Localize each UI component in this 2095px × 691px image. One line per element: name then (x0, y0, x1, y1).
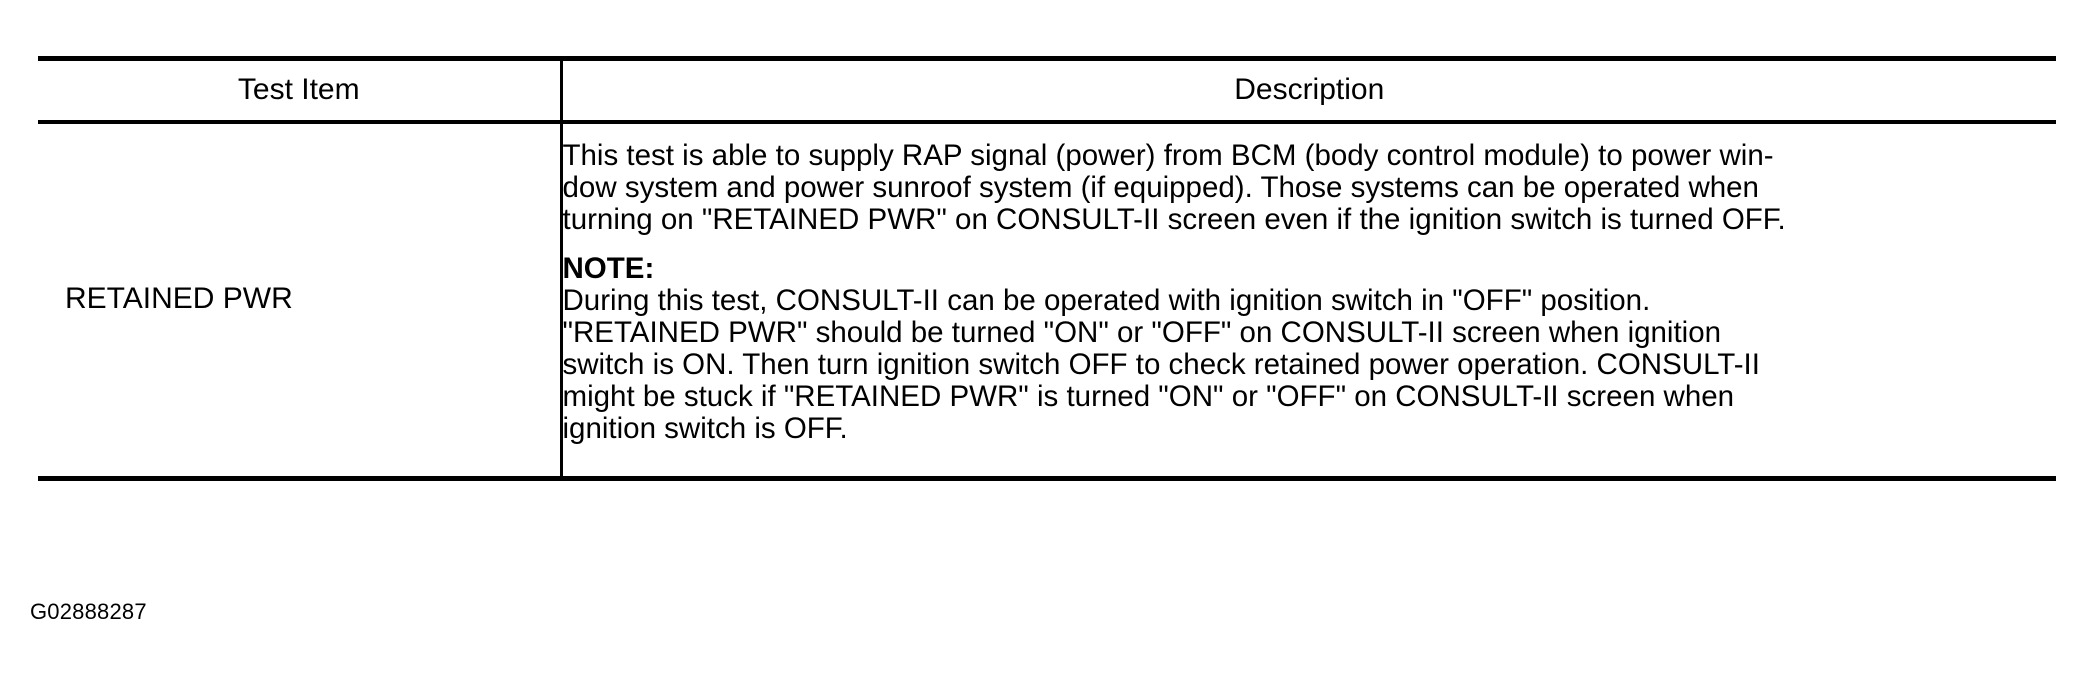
cell-description: This test is able to supply RAP signal (… (559, 124, 2057, 476)
note-line-3: switch is ON. Then turn ignition switch … (562, 348, 1760, 381)
table-top-rule-row (38, 56, 2056, 61)
header-rule-right (561, 120, 2056, 124)
test-item-description-table: Test Item Description RETAINED PWR This … (38, 56, 2056, 481)
table-bottom-rule-left (38, 476, 561, 481)
table-bottom-rule-right (561, 476, 2056, 481)
cell-test-item: RETAINED PWR (38, 124, 561, 476)
table-top-rule-left (38, 56, 561, 61)
description-paragraph-line-3: turning on "RETAINED PWR" on CONSULT-II … (562, 203, 1786, 236)
description-paragraph-line-2: dow system and power sunroof system (if … (562, 171, 1759, 204)
table-header-rule-row (38, 120, 2056, 124)
note-label: NOTE: (562, 252, 655, 285)
figure-code: G02888287 (30, 599, 147, 624)
note-line-5: ignition switch is OFF. (562, 412, 848, 445)
description-note-block: NOTE: During this test, CONSULT-II can b… (563, 253, 2057, 445)
note-line-2: "RETAINED PWR" should be turned "ON" or … (562, 316, 1722, 349)
header-rule-left (38, 120, 561, 124)
table-row: RETAINED PWR This test is able to supply… (38, 124, 2056, 476)
note-body: During this test, CONSULT-II can be oper… (563, 285, 2021, 445)
column-header-description: Description (559, 61, 2056, 120)
note-line-4: might be stuck if "RETAINED PWR" is turn… (562, 380, 1735, 413)
description-paragraph-line-1: This test is able to supply RAP signal (… (562, 139, 1774, 172)
table-header-row: Test Item Description (38, 61, 2056, 120)
note-line-1: During this test, CONSULT-II can be oper… (562, 284, 1651, 317)
column-header-test-item: Test Item (237, 73, 360, 106)
table-bottom-rule-row (38, 476, 2056, 481)
table-top-rule-right (561, 56, 2056, 61)
test-item-label: RETAINED PWR (65, 282, 293, 315)
description-paragraph: This test is able to supply RAP signal (… (563, 140, 2021, 236)
